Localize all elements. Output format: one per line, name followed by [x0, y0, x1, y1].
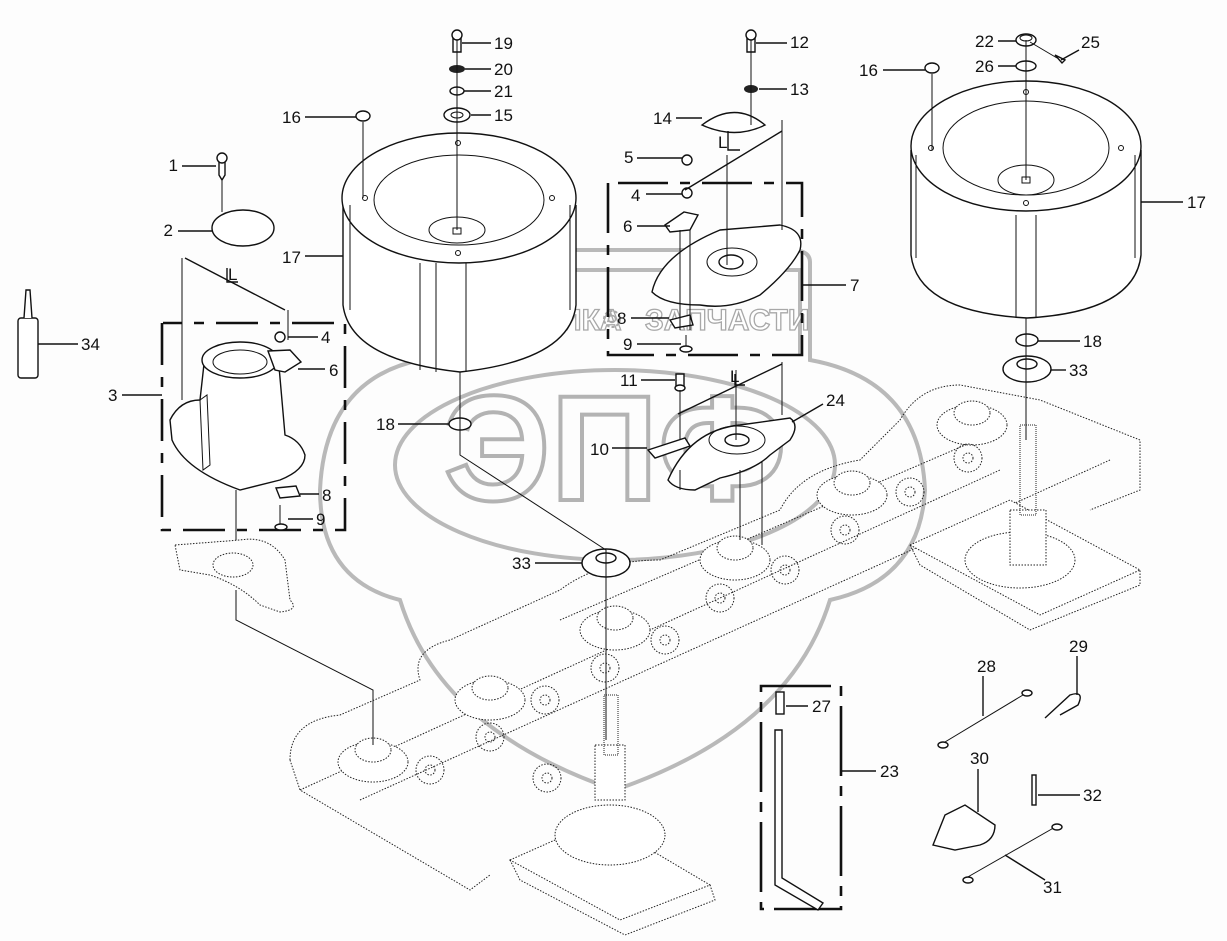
dimension-label-l: L	[718, 133, 727, 152]
callout-label: 9	[623, 335, 632, 354]
hub	[936, 400, 1008, 446]
callout-label: 13	[790, 80, 809, 99]
callout-label: 15	[494, 106, 513, 125]
watermark-shield	[317, 248, 928, 793]
hub	[454, 675, 526, 721]
callout-label: 22	[975, 32, 994, 51]
callout-label: 16	[859, 61, 878, 80]
callout-label: 23	[880, 762, 899, 781]
callout-label: 19	[494, 34, 513, 53]
drum-left	[341, 132, 577, 373]
gear-icon	[603, 310, 621, 328]
leader-line	[1060, 49, 1080, 61]
assembly-box-23	[759, 684, 843, 911]
cutting-disc-24	[646, 373, 796, 491]
assembly-lines	[181, 40, 1058, 745]
assembly-box-7	[606, 181, 804, 357]
callout-label: 18	[376, 415, 395, 434]
hub	[337, 737, 409, 783]
accessories	[774, 689, 1081, 911]
callout-label: 14	[653, 109, 672, 128]
callout-label: 5	[624, 148, 633, 167]
callout-label: 6	[329, 361, 338, 380]
dimension-label-l: L	[730, 367, 739, 386]
callout-label: 7	[850, 276, 859, 295]
hub	[699, 535, 771, 581]
callout-label: 6	[623, 217, 632, 236]
callout-label: 9	[316, 510, 325, 529]
callout-label: 28	[977, 657, 996, 676]
callout-label: 11	[620, 371, 638, 390]
callout-label: 17	[1187, 193, 1206, 212]
leader-line	[1004, 854, 1046, 881]
callout-label: 20	[494, 60, 513, 79]
callout-label: 12	[790, 33, 809, 52]
callout-label: 21	[494, 82, 513, 101]
callout-label: 2	[164, 221, 173, 240]
callout-label: 25	[1081, 33, 1100, 52]
dimension-label-l: L	[228, 265, 237, 284]
cutting-disc-assembly-7	[651, 111, 802, 353]
callout-label: 8	[617, 309, 626, 328]
hub	[816, 470, 888, 516]
callout-label: 1	[169, 156, 178, 175]
cutter-bar	[174, 384, 1142, 936]
disc-hat-assembly	[169, 331, 306, 531]
callout-label: 4	[321, 328, 330, 347]
dimension-arrows	[184, 130, 783, 415]
leader-line	[791, 403, 824, 423]
callout-label: 4	[631, 186, 640, 205]
callout-label: 16	[282, 108, 301, 127]
callout-label: 3	[108, 386, 117, 405]
callout-label: 32	[1083, 786, 1102, 805]
assembly-box-3	[160, 321, 347, 532]
callout-label: 29	[1069, 637, 1088, 656]
callout-label: 33	[1069, 361, 1088, 380]
callout-label: 31	[1043, 878, 1062, 897]
callout-label: 34	[81, 335, 100, 354]
callout-label: 33	[512, 554, 531, 573]
callout-label: 24	[826, 391, 845, 410]
callout-label: 18	[1083, 332, 1102, 351]
callout-label: 10	[590, 440, 609, 459]
callout-label: 8	[322, 486, 331, 505]
callout-labels: 1234456678899101112131415161617171818192…	[38, 32, 1206, 897]
knife-10	[646, 437, 692, 459]
callout-label: 30	[970, 749, 989, 768]
callout-label: 27	[812, 697, 831, 716]
hub	[579, 605, 651, 651]
callout-label: 26	[975, 57, 994, 76]
callout-label: 17	[282, 248, 301, 267]
